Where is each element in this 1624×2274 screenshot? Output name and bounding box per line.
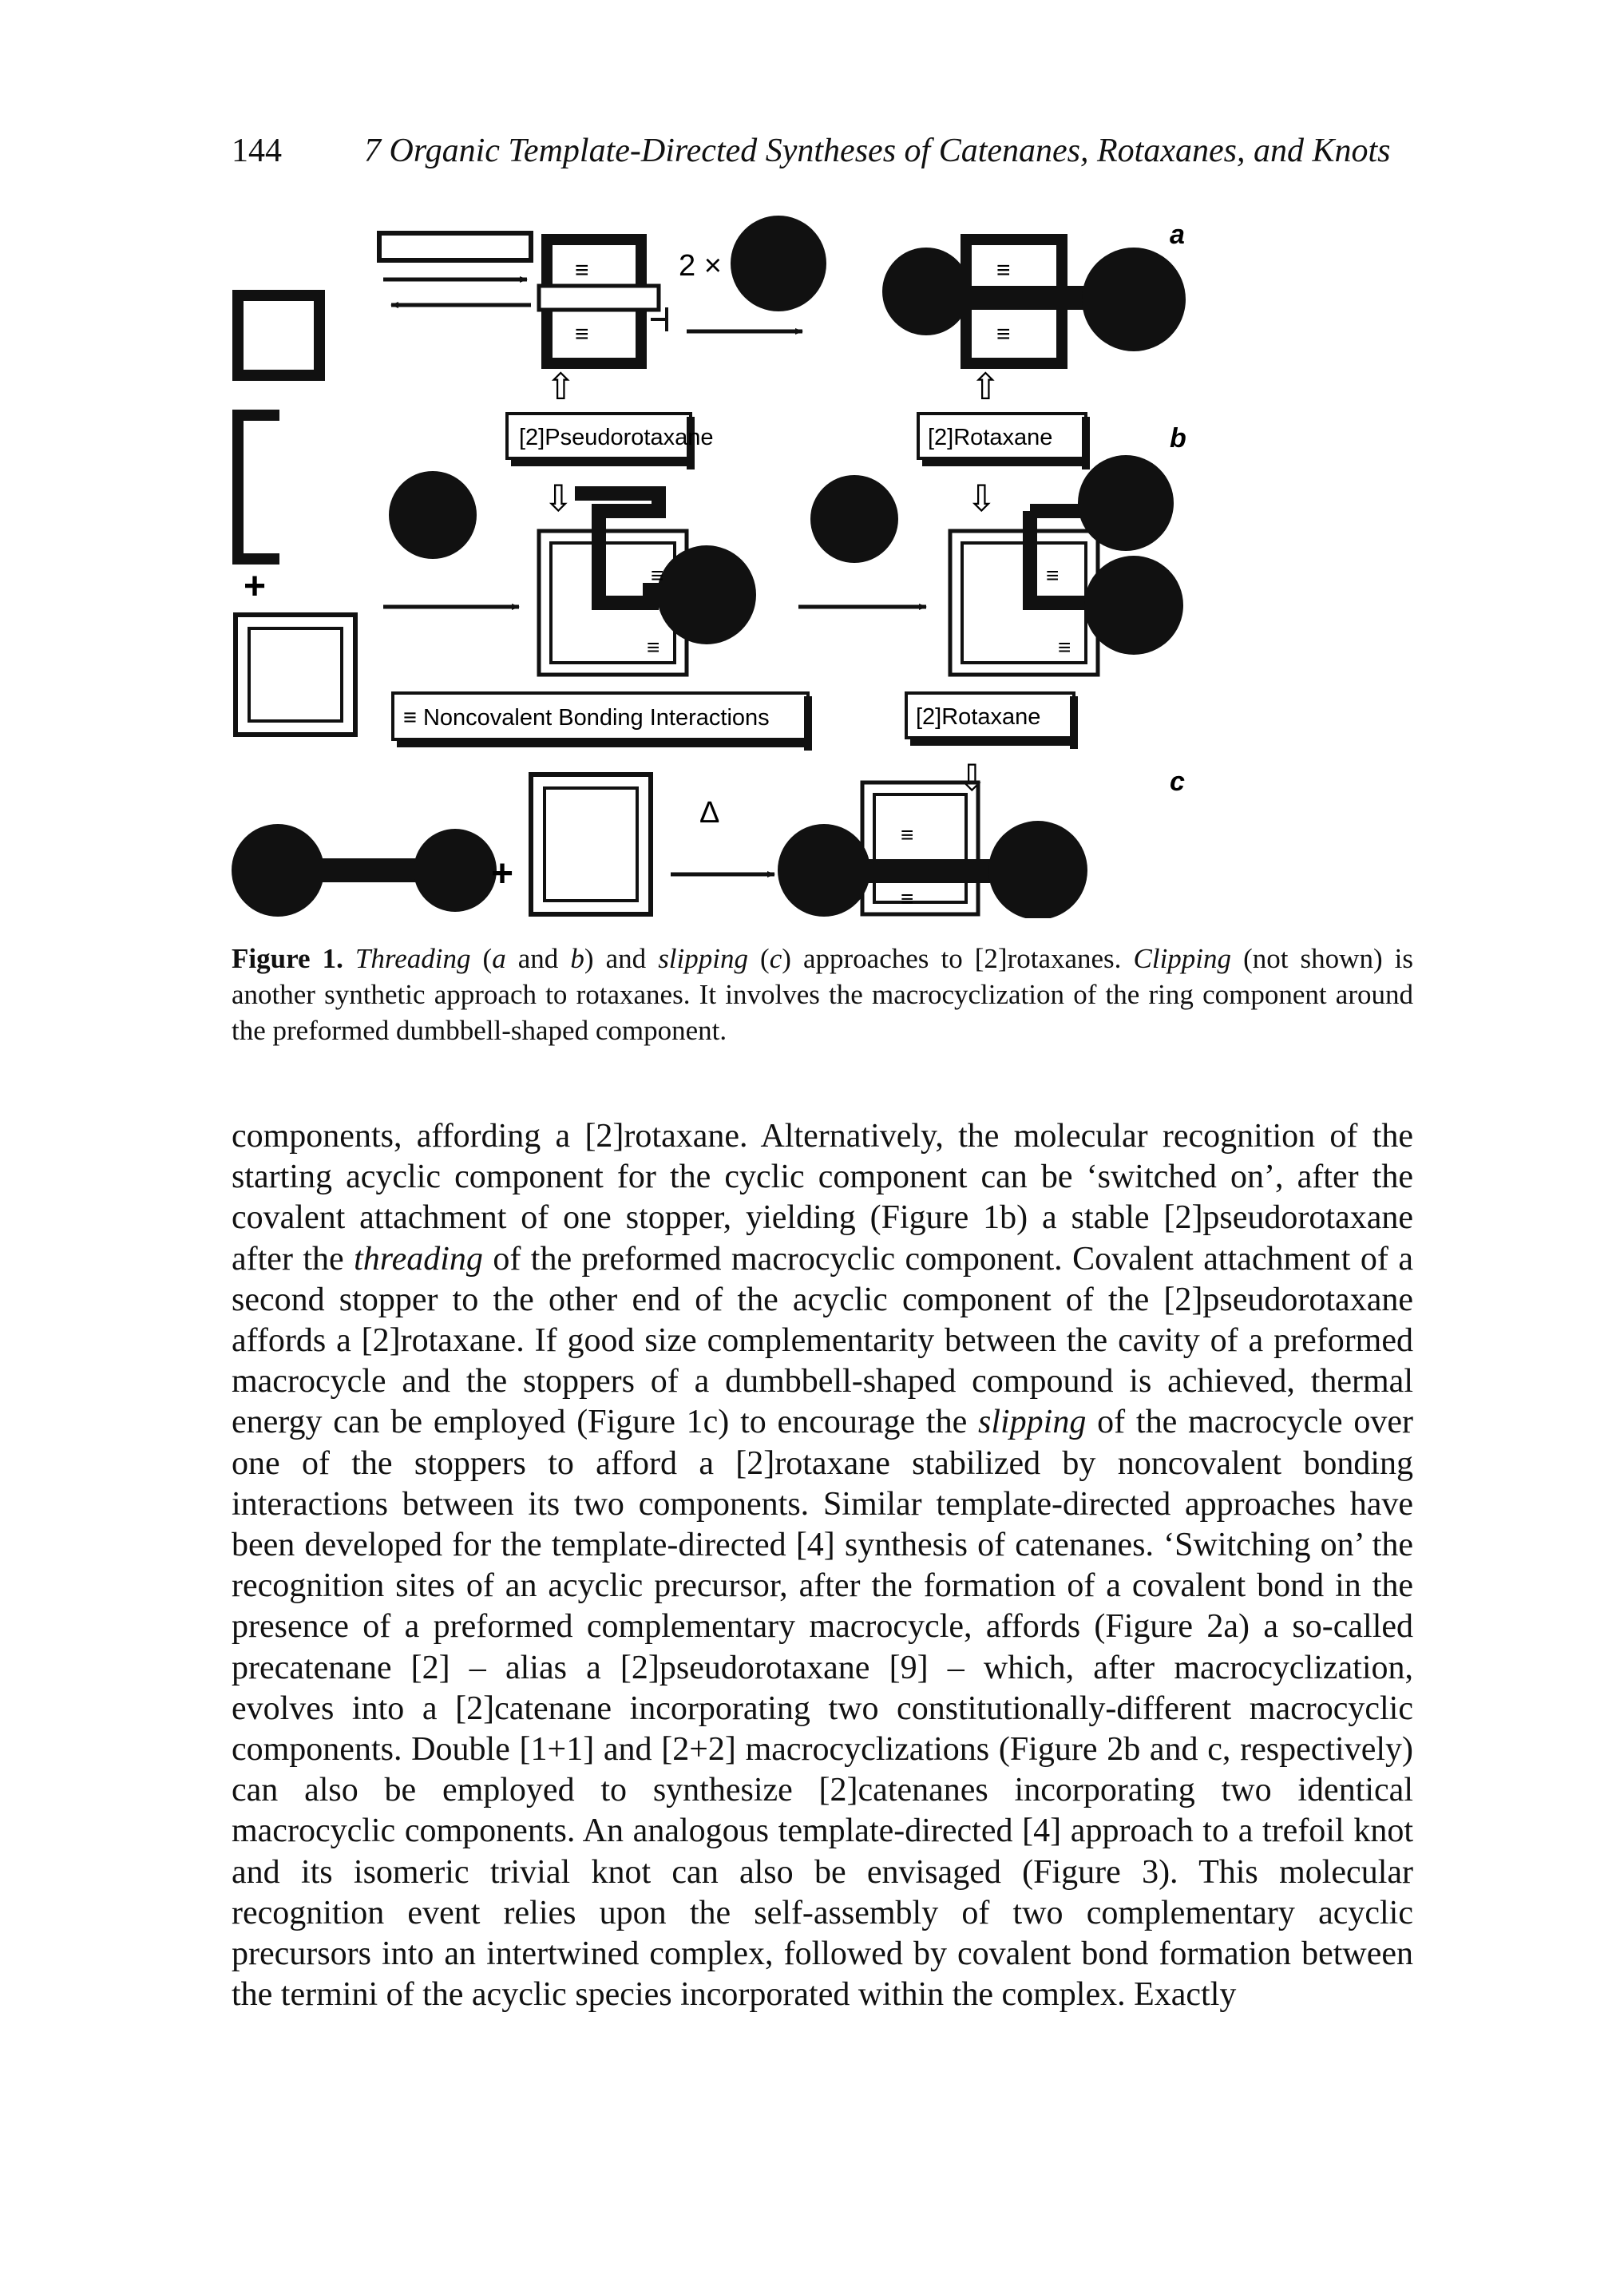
pseudorotaxane-b <box>537 486 756 677</box>
equiv-symbol: ≡ <box>575 257 589 283</box>
panel-label-a: a <box>1170 220 1185 250</box>
label-box-rotaxane-bottom: [2]Rotaxane <box>905 691 1078 749</box>
equiv-symbol: ≡ <box>1058 635 1071 660</box>
equiv-symbol: ≡ <box>996 321 1011 347</box>
caption-run: ( <box>470 943 493 974</box>
dumbbell-component <box>232 824 497 917</box>
body-run: of the macrocycle over one of the stoppe… <box>232 1404 1413 2014</box>
running-header: 144 7 Organic Template-Directed Synthese… <box>232 132 1429 180</box>
body-run: components, affording a [2]rotaxane. Alt… <box>232 1118 1413 1278</box>
equiv-symbol: ≡ <box>901 822 913 847</box>
stopper-circle <box>810 475 898 563</box>
plus-sign: + <box>244 565 266 608</box>
equiv-symbol: ≡ <box>901 886 913 911</box>
label-box-rotaxane-top: [2]Rotaxane <box>917 412 1090 469</box>
pseudorotaxane-complex <box>537 234 668 369</box>
label-noncovalent: ≡ Noncovalent Bonding Interactions <box>403 705 770 731</box>
caption-run: Clipping <box>1133 943 1232 974</box>
down-arrow: ⇩ <box>966 477 997 519</box>
equiv-symbol: ≡ <box>651 563 663 588</box>
rotaxane-b <box>948 455 1183 677</box>
caption-run: slipping <box>658 943 748 974</box>
caption-run: c <box>769 943 782 974</box>
figure-caption: Figure 1. Threading (a and b) and slippi… <box>232 941 1413 1048</box>
caption-run: (not shown) is another synthetic approac… <box>232 943 1414 1046</box>
up-arrow: ⇧ <box>545 366 576 407</box>
caption-run: a <box>492 943 506 974</box>
caption-run: ) and <box>584 943 659 974</box>
label-box-noncovalent: ≡ Noncovalent Bonding Interactions <box>391 691 812 751</box>
macrocycle-c <box>529 772 653 917</box>
macrocycle-open-square <box>232 290 325 381</box>
stopper-circle <box>389 471 477 559</box>
panel-label-b: b <box>1170 423 1186 454</box>
caption-run <box>343 943 355 974</box>
running-title: 7 Organic Template-Directed Syntheses of… <box>364 133 1391 169</box>
equiv-symbol: ≡ <box>1046 563 1059 588</box>
caption-text: Threading (a and b) and slipping (c) app… <box>232 943 1413 1046</box>
macrocycle-square <box>233 612 358 737</box>
figure-1-diagram: ≡ ≡ 2 × ≡ ≡ a ⇧ ⇧ [2]Pseudorotaxane [2]R… <box>232 216 1186 918</box>
plus-sign: + <box>491 853 513 895</box>
figure-1: ≡ ≡ 2 × ≡ ≡ a ⇧ ⇧ [2]Pseudorotaxane [2]R… <box>224 216 1405 918</box>
rotaxane-c <box>778 780 1087 918</box>
caption-run: ) approaches to [2]rotaxanes. <box>782 943 1134 974</box>
label-box-pseudorotaxane: [2]Pseudorotaxane <box>505 412 713 469</box>
figure-label: Figure 1. <box>232 943 343 974</box>
body-run: threading <box>354 1240 483 1278</box>
body-run: slipping <box>978 1404 1087 1441</box>
two-times-label: 2 × <box>679 249 722 283</box>
equiv-symbol: ≡ <box>575 321 589 347</box>
caption-run: and <box>505 943 571 974</box>
caption-run: Threading <box>355 943 471 974</box>
heat-delta: Δ <box>699 796 719 830</box>
stopper-circle <box>731 216 826 311</box>
page-number: 144 <box>232 133 282 169</box>
thread-component <box>377 231 533 263</box>
macrocycle-square-inner <box>248 627 343 723</box>
caption-run: b <box>570 943 584 974</box>
down-arrow: ⇩ <box>543 477 574 519</box>
caption-run: ( <box>747 943 770 974</box>
rotaxane-a <box>882 234 1186 369</box>
body-text: components, affording a [2]rotaxane. Alt… <box>232 1116 1413 2015</box>
panel-label-c: c <box>1170 767 1185 797</box>
label-pseudorotaxane: [2]Pseudorotaxane <box>519 425 713 450</box>
down-arrow: ⇩ <box>957 757 988 798</box>
label-rotaxane-top: [2]Rotaxane <box>928 425 1052 450</box>
equiv-symbol: ≡ <box>647 635 660 660</box>
label-rotaxane-bottom: [2]Rotaxane <box>916 704 1040 730</box>
up-arrow: ⇧ <box>970 366 1001 407</box>
acyclic-component-c-shape <box>232 410 279 565</box>
equiv-symbol: ≡ <box>996 257 1011 283</box>
body-paragraph: components, affording a [2]rotaxane. Alt… <box>232 1116 1413 2015</box>
body-run: of the preformed macrocyclic component. … <box>232 1240 1413 1441</box>
